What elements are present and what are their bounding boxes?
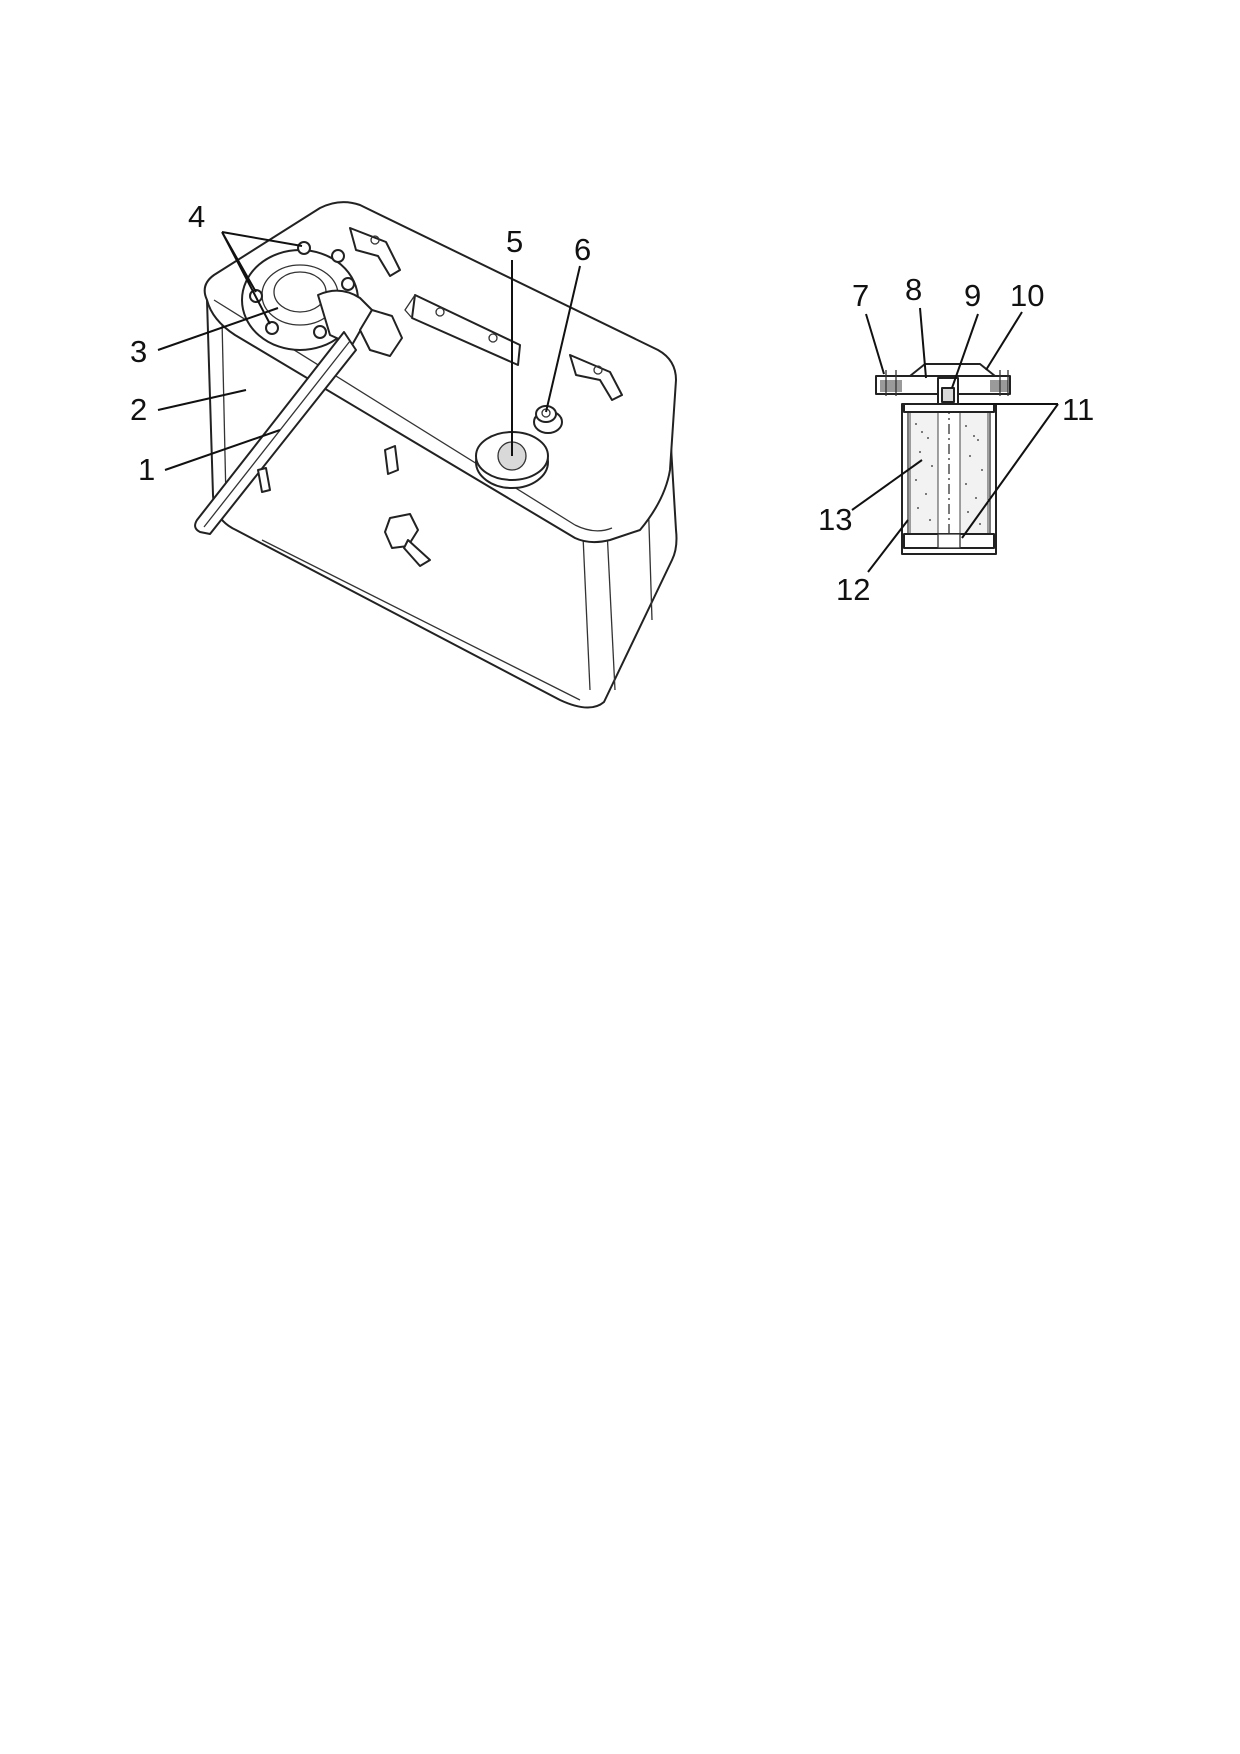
leader-12 [867, 519, 909, 573]
callout-2: 2 [130, 392, 147, 427]
leader-4 [221, 231, 303, 325]
callout-1: 1 [138, 452, 155, 487]
leader-13 [851, 459, 923, 511]
tank-assembly [194, 201, 678, 709]
leader-6 [545, 265, 581, 413]
callout-10: 10 [1010, 278, 1044, 313]
callout-12: 12 [836, 572, 870, 607]
callout-3: 3 [130, 334, 147, 369]
leader-1 [164, 429, 281, 471]
leader-8 [919, 307, 927, 379]
callout-7: 7 [852, 278, 869, 313]
callout-8: 8 [905, 272, 922, 307]
callout-9: 9 [964, 278, 981, 313]
callout-5: 5 [506, 224, 523, 259]
leader-3 [157, 307, 279, 351]
leader-9 [951, 313, 979, 389]
callout-6: 6 [574, 232, 591, 267]
leader-2 [157, 389, 247, 411]
callout-4: 4 [188, 199, 205, 234]
leader-7 [865, 313, 885, 375]
callout-11: 11 [1062, 392, 1094, 427]
leader-10 [985, 311, 1023, 371]
leader-11 [960, 403, 1059, 539]
filter-section [875, 363, 1011, 555]
callout-13: 13 [818, 502, 852, 537]
